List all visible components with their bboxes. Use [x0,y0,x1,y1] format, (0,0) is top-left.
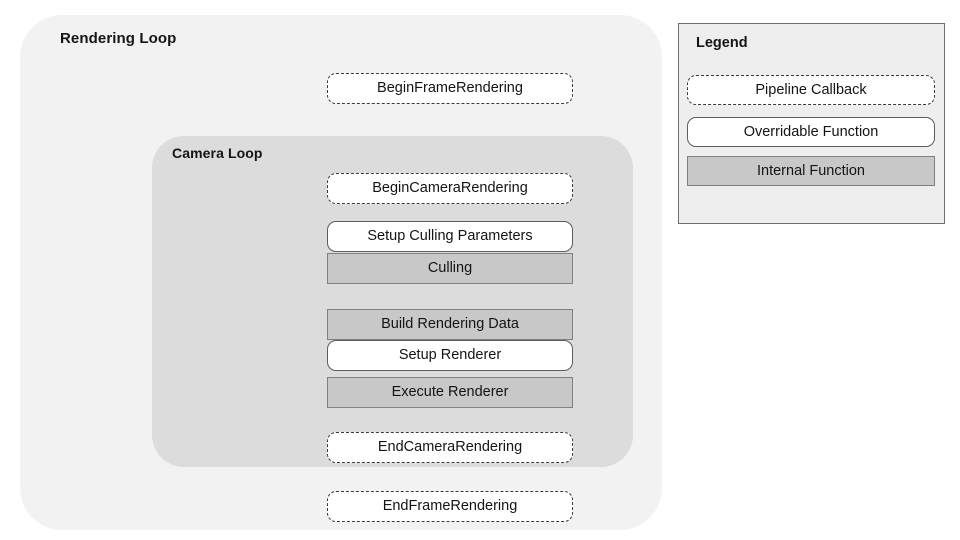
camera-loop-label: Camera Loop [172,145,263,161]
rendering-loop-label: Rendering Loop [60,30,177,47]
legend-item-overridable-function: Overridable Function [687,117,935,147]
node-end-camera-rendering[interactable]: EndCameraRendering [327,432,573,463]
node-end-frame-rendering[interactable]: EndFrameRendering [327,491,573,522]
legend-title: Legend [696,35,748,51]
node-execute-renderer[interactable]: Execute Renderer [327,377,573,408]
node-setup-culling-parameters[interactable]: Setup Culling Parameters [327,221,573,252]
node-begin-camera-rendering[interactable]: BeginCameraRendering [327,173,573,204]
node-culling[interactable]: Culling [327,253,573,284]
node-begin-frame-rendering[interactable]: BeginFrameRendering [327,73,573,104]
node-setup-renderer[interactable]: Setup Renderer [327,340,573,371]
legend-item-internal-function: Internal Function [687,156,935,186]
node-build-rendering-data[interactable]: Build Rendering Data [327,309,573,340]
legend-item-pipeline-callback: Pipeline Callback [687,75,935,105]
